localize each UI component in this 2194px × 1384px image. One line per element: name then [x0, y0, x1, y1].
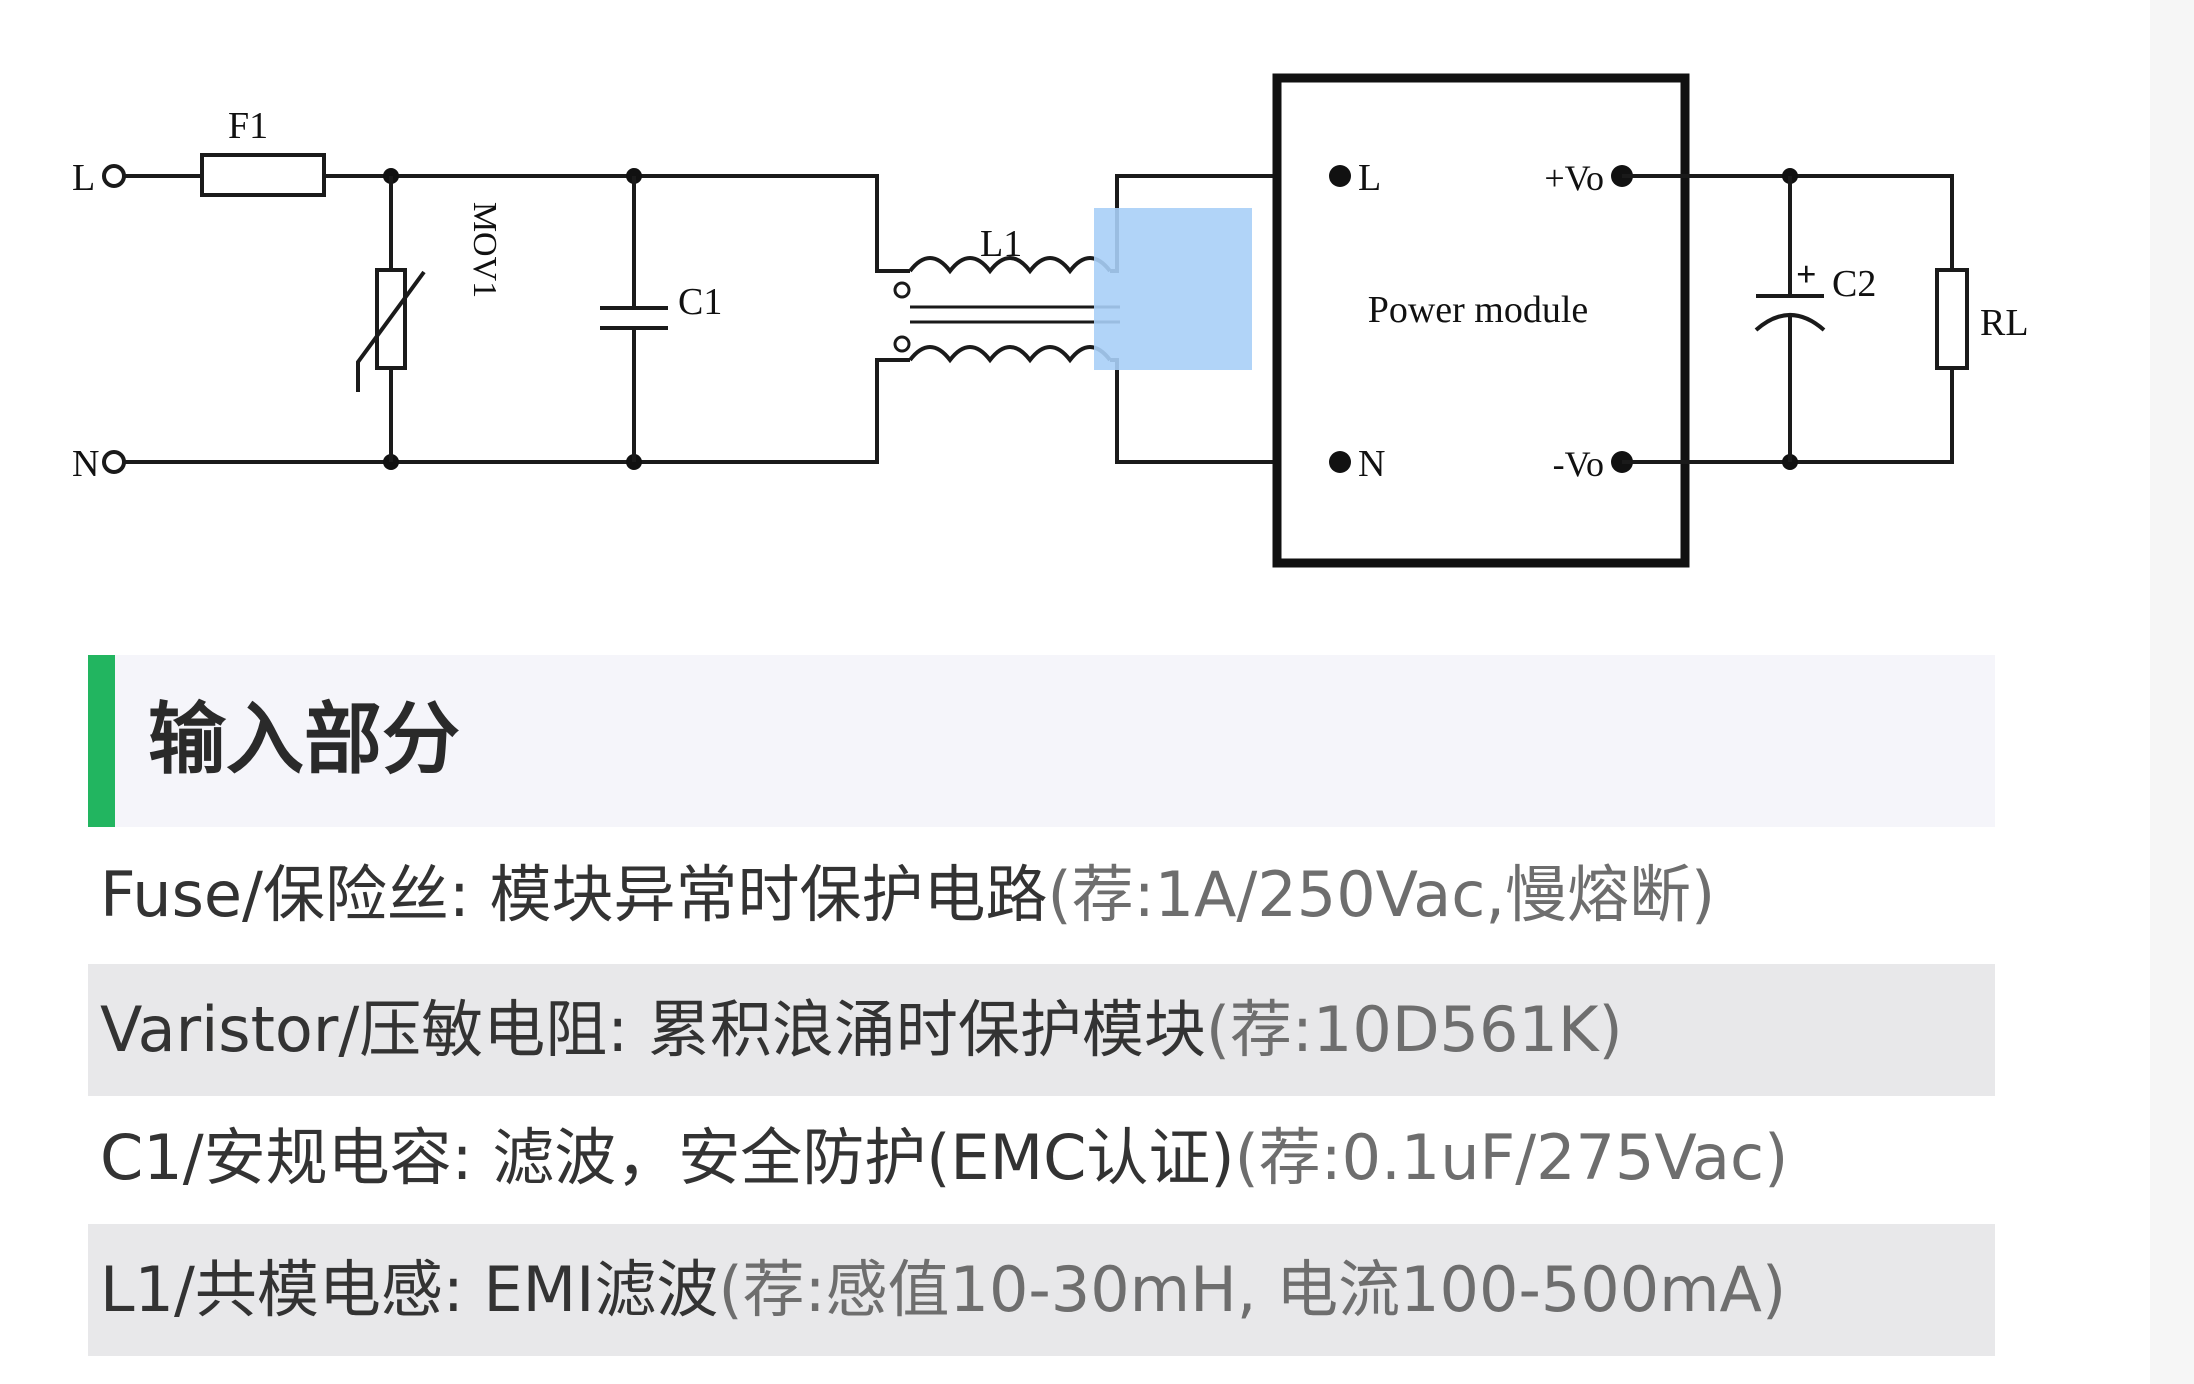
terminal-n-circle: [102, 450, 126, 474]
spec-text: Varistor/压敏电阻: 累积浪涌时保护模块(荐:10D561K): [100, 964, 1623, 1096]
spec-main: Fuse/保险丝: 模块异常时保护电路: [100, 858, 1048, 931]
module-pin-n-label: N: [1358, 443, 1385, 485]
capacitor-c1: [600, 176, 668, 462]
selection-highlight[interactable]: [1094, 208, 1252, 370]
module-pin-vo-plus-label: +Vo: [1544, 158, 1604, 198]
terminal-n-label: N: [72, 443, 99, 485]
varistor-label: MOV1: [466, 202, 503, 298]
fuse-f1: [200, 153, 326, 197]
module-pin-n-dot: [1329, 451, 1351, 473]
spec-main: Varistor/压敏电阻: 累积浪涌时保护模块: [100, 993, 1206, 1066]
spec-main: L1/共模电感: EMI滤波: [100, 1253, 719, 1326]
spec-row-l1: L1/共模电感: EMI滤波(荐:感值10-30mH, 电流100-500mA): [88, 1224, 1995, 1356]
spec-text: L1/共模电感: EMI滤波(荐:感值10-30mH, 电流100-500mA): [100, 1224, 1786, 1356]
wire-bottom-left: [124, 358, 910, 464]
spec-note: (荐:10D561K): [1205, 993, 1623, 1066]
load-label: RL: [1980, 302, 2029, 344]
power-module-box: [1272, 73, 1690, 568]
module-pin-l-dot: [1329, 165, 1351, 187]
spec-row-varistor: Varistor/压敏电阻: 累积浪涌时保护模块(荐:10D561K): [88, 964, 1995, 1096]
module-pin-vo-minus-label: -Vo: [1553, 444, 1604, 484]
terminal-l-circle: [102, 164, 126, 188]
wire-output-bottom: [1622, 368, 1954, 464]
varistor-mov1: [356, 176, 426, 462]
spec-note: (荐:0.1uF/275Vac): [1234, 1121, 1789, 1194]
spec-row-c1: C1/安规电容: 滤波，安全防护(EMC认证)(荐:0.1uF/275Vac): [88, 1092, 1995, 1224]
spec-main: C1/安规电容: 滤波，安全防护(EMC认证): [100, 1121, 1235, 1194]
fuse-label: F1: [228, 105, 268, 147]
wire-output-top: [1622, 174, 1954, 270]
spec-row-fuse: Fuse/保险丝: 模块异常时保护电路(荐:1A/250Vac,慢熔断): [88, 829, 1995, 961]
heading-accent-bar: [88, 655, 115, 827]
circuit-diagram: L N F1 MOV1 C1 L1 Powe: [72, 73, 2029, 568]
spec-note: (荐:感值10-30mH, 电流100-500mA): [718, 1253, 1787, 1326]
terminal-l-label: L: [72, 157, 95, 199]
inductor-label: L1: [980, 223, 1022, 265]
spec-text: C1/安规电容: 滤波，安全防护(EMC认证)(荐:0.1uF/275Vac): [100, 1092, 1788, 1224]
wire-top-left: [324, 174, 910, 273]
cap2-label: C2: [1832, 263, 1876, 305]
spec-note: (荐:1A/250Vac,慢熔断): [1047, 858, 1716, 931]
module-pin-l-label: L: [1358, 157, 1381, 199]
spec-text: Fuse/保险丝: 模块异常时保护电路(荐:1A/250Vac,慢熔断): [100, 829, 1715, 961]
load-resistor-rl: [1935, 268, 1969, 370]
section-heading: 输入部分: [88, 655, 1995, 827]
cap2-polarity: +: [1796, 254, 1817, 294]
power-module-title: Power module: [1368, 289, 1589, 331]
capacitor-c2: [1754, 176, 1826, 462]
inductor-l1: [893, 256, 1120, 364]
section-title: 输入部分: [148, 695, 461, 785]
cap1-label: C1: [678, 281, 722, 323]
page-edge-shade: [2150, 0, 2194, 1384]
